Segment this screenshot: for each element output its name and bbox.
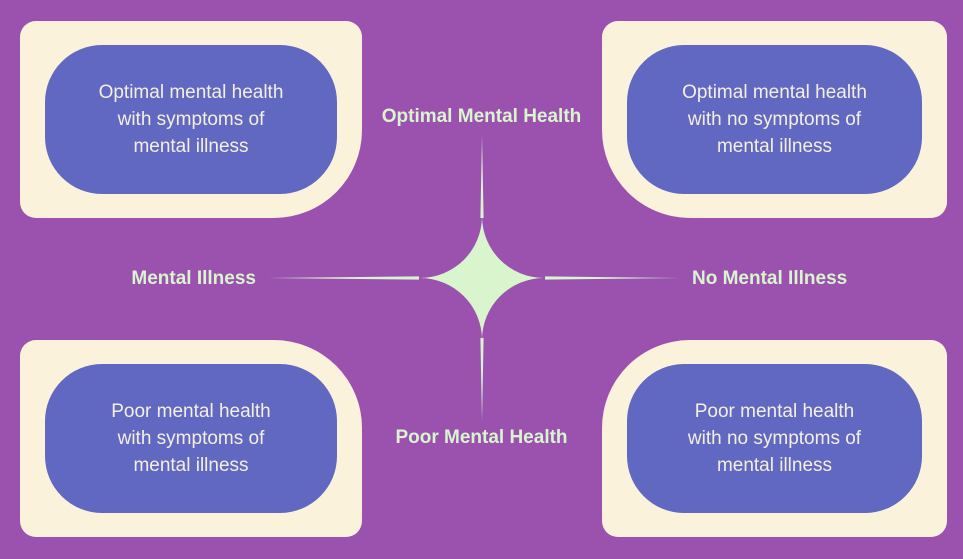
- quadrant-text-line: mental illness: [133, 455, 249, 476]
- quadrant-text-top-right: Optimal mental health with no symptoms o…: [682, 79, 867, 160]
- quadrant-text-line: mental illness: [716, 136, 833, 157]
- axis-label-optimal-mental-health: Optimal Mental Health: [381, 106, 582, 127]
- quadrant-text-line: Optimal mental health: [682, 82, 867, 103]
- quadrant-text-line: with symptoms of: [117, 109, 265, 130]
- axis-label-mental-illness: Mental Illness: [131, 268, 256, 289]
- quadrant-card-top-left: Optimal mental health with symptoms of m…: [20, 21, 362, 218]
- quadrant-text-bottom-left: Poor mental health with symptoms of ment…: [111, 398, 271, 479]
- axis-label-poor-mental-health: Poor Mental Health: [395, 427, 568, 448]
- quadrant-text-line: with symptoms of: [117, 428, 265, 449]
- axis-label-no-mental-illness: No Mental Illness: [692, 268, 848, 289]
- quadrant-text-bottom-right: Poor mental health with no symptoms of m…: [688, 398, 861, 479]
- quadrant-text-line: mental illness: [133, 136, 249, 157]
- quadrant-pill-bottom-right: Poor mental health with no symptoms of m…: [627, 364, 922, 513]
- quadrant-text-line: with no symptoms of: [687, 109, 862, 130]
- quadrant-text-line: mental illness: [716, 455, 833, 476]
- quadrant-text-line: Poor mental health: [694, 401, 855, 422]
- quadrant-text-line: Poor mental health: [111, 401, 271, 422]
- quadrant-text-line: with no symptoms of: [687, 428, 862, 449]
- quadrant-text-top-left: Optimal mental health with symptoms of m…: [99, 79, 284, 160]
- quadrant-text-line: Optimal mental health: [98, 82, 284, 103]
